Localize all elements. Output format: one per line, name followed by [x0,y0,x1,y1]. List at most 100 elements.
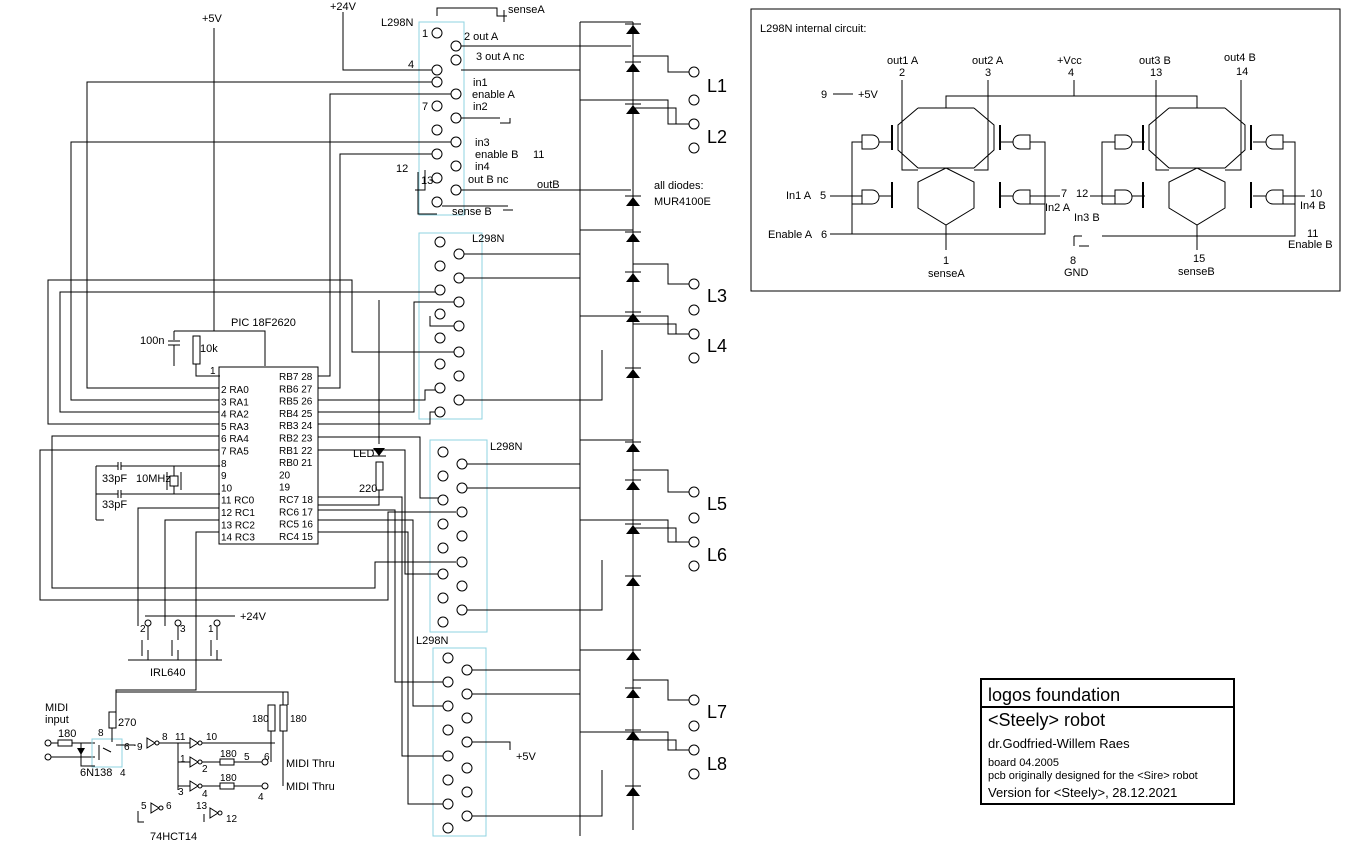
diode [626,273,640,282]
load-connector-7: L7 [633,679,727,732]
svg-text:4: 4 [202,789,208,800]
pic-pin-label: 11 RC0 [221,496,255,507]
pic-pin-label: 20 [279,470,291,481]
svg-text:out1 A: out1 A [887,55,919,67]
l298n-chip-3: L298N [429,439,603,633]
pic-pin-label: RB2 23 [279,434,313,445]
svg-text:senseA: senseA [928,268,965,280]
pic-pin-label: RC6 17 [279,507,313,518]
svg-text:6: 6 [264,752,270,763]
load-connector-5: L5 [633,469,727,524]
diode [626,525,640,534]
svg-text:in4: in4 [475,161,490,173]
svg-text:2: 2 [899,67,905,79]
svg-text:15: 15 [1193,253,1205,265]
svg-text:in3: in3 [475,137,490,149]
diode-bridges [579,21,634,836]
svg-text:220: 220 [359,483,377,495]
diodes-note-2: MUR4100E [654,196,711,208]
pic-pin-label: RC4 15 [279,532,313,543]
svg-text:9: 9 [137,742,143,753]
pic-pin-label: RB5 26 [279,397,313,408]
version: Version for <Steely>, 28.12.2021 [988,785,1177,800]
org-name: logos foundation [988,685,1120,705]
diode [626,731,640,740]
chip-title: L298N [490,441,522,453]
svg-text:6: 6 [124,742,130,753]
diodes [625,23,641,796]
svg-text:1: 1 [422,28,428,40]
pic-pin-label: 8 [221,459,227,470]
svg-text:Enable A: Enable A [768,229,813,241]
svg-text:+Vcc: +Vcc [1057,55,1082,67]
svg-text:4: 4 [258,792,264,803]
svg-text:12: 12 [1076,188,1088,200]
svg-text:10: 10 [1310,188,1322,200]
svg-text:180: 180 [220,773,237,784]
chip-title: L298N [472,233,504,245]
svg-text:13: 13 [421,175,433,187]
svg-text:sense B: sense B [452,206,492,218]
load-connector-3: L3 [633,263,727,316]
load-label: L4 [707,336,727,356]
pic-pin-label: RB1 22 [279,446,313,457]
svg-text:out B nc: out B nc [468,174,509,186]
svg-text:4: 4 [120,768,126,779]
svg-text:In4 B: In4 B [1300,200,1326,212]
l298n-internal-circuit: L298N internal circuit: out1 A 2 out2 A … [750,8,1341,292]
l298n-chip-2: L298N [418,232,603,420]
svg-text:5: 5 [244,752,250,763]
diode [626,233,640,242]
svg-text:MIDI Thru: MIDI Thru [286,758,335,770]
svg-text:14: 14 [1236,66,1248,78]
svg-text:senseB: senseB [1178,266,1215,278]
pic-pin-label: 6 RA4 [221,434,249,445]
svg-text:1: 1 [208,624,214,635]
svg-text:in1: in1 [473,77,488,89]
svg-text:180: 180 [252,714,269,725]
svg-text:12: 12 [396,163,408,175]
sense-a-label: senseA [508,4,545,16]
mosfets-label: IRL640 [150,667,185,679]
svg-text:5: 5 [820,190,826,202]
diodes-note-1: all diodes: [654,180,704,192]
svg-text:1: 1 [210,366,216,377]
pic-pin-label: RC5 16 [279,520,313,531]
svg-text:4: 4 [408,59,414,71]
pic-pin-label: RB3 24 [279,421,313,432]
load-label: L5 [707,494,727,514]
svg-text:180: 180 [58,728,76,740]
load-label: L2 [707,127,727,147]
pic-pin-label: RB4 25 [279,409,313,420]
svg-text:10: 10 [206,732,218,743]
svg-text:100n: 100n [140,335,164,347]
pic-pin-label: 9 [221,471,227,482]
l298n-chip-4: L298N +5V [416,635,603,837]
svg-text:8: 8 [1070,255,1076,267]
diode [626,443,640,452]
v24-label: +24V [330,1,357,13]
svg-text:out3 B: out3 B [1139,55,1171,67]
svg-text:MIDI: MIDI [45,702,68,714]
load-label: L1 [707,76,727,96]
title-block: logos foundation <Steely> robot dr.Godfr… [980,678,1235,805]
l298n-chip-1: L298N senseA 1 2 out A 3 out A nc 4 in1 … [342,4,631,218]
load-label: L8 [707,754,727,774]
pic-pin-label: 2 RA0 [221,385,249,396]
svg-text:7: 7 [422,101,428,113]
svg-text:11: 11 [175,732,186,743]
svg-text:13: 13 [1150,67,1162,79]
svg-text:in2: in2 [473,101,488,113]
v5-label: +5V [202,13,223,25]
svg-text:270: 270 [118,717,136,729]
svg-text:6N138: 6N138 [80,767,112,779]
load-label: L6 [707,545,727,565]
diode [626,63,640,72]
svg-text:1: 1 [943,255,949,267]
diode [626,577,640,586]
pic-pin-label: 19 [279,483,291,494]
svg-text:180: 180 [220,749,237,760]
svg-text:11: 11 [1307,228,1318,240]
